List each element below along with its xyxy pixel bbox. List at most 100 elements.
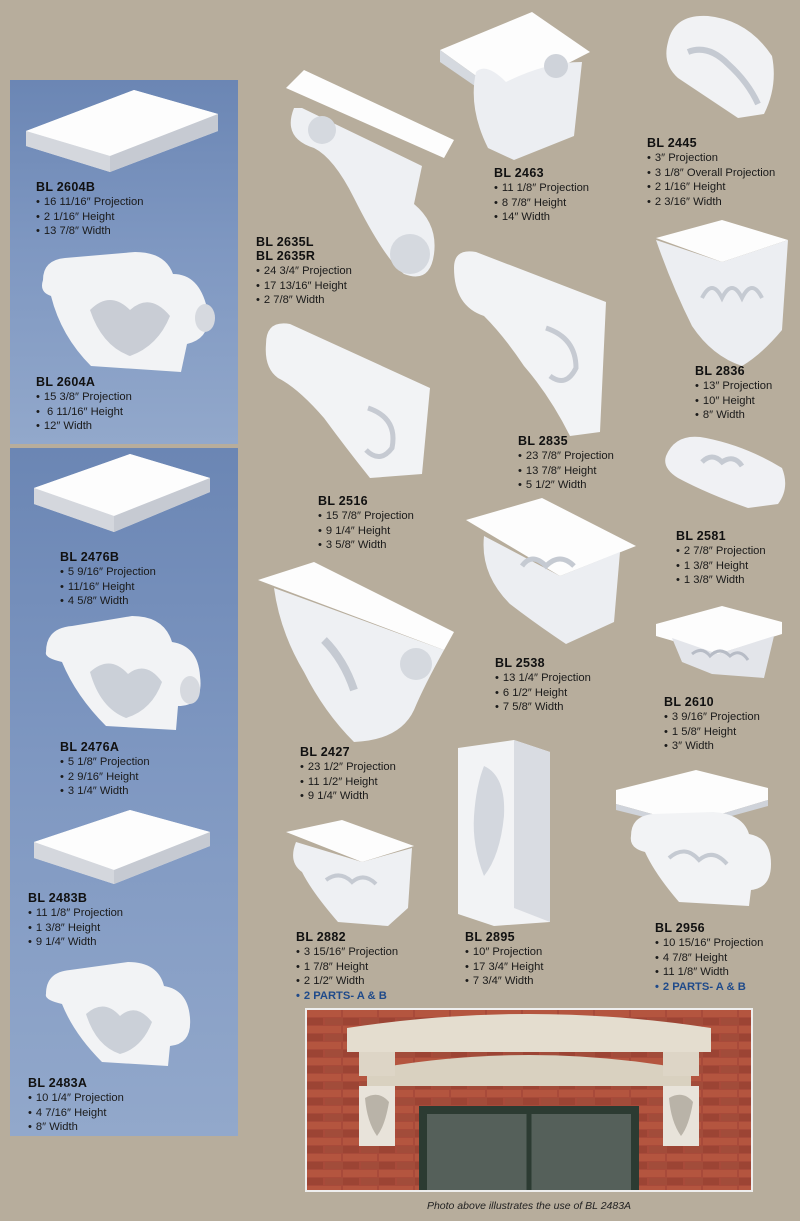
product-bl-2483b: BL 2483B 11 1/8″ Projection 1 3/8″ Heigh… xyxy=(28,891,123,950)
spec-projection: 23 7/8″ Projection xyxy=(518,449,614,464)
product-model: BL 2483B xyxy=(28,891,88,905)
spec-width: 5 1/2″ Width xyxy=(518,478,614,493)
spec-projection: 13″ Projection xyxy=(695,379,772,394)
spec-width: 2 7/8″ Width xyxy=(256,293,352,308)
spec-height: 6 11/16″ Height xyxy=(36,405,132,420)
spec-width: 7 5/8″ Width xyxy=(495,700,591,715)
spec-height: 1 5/8″ Height xyxy=(664,725,760,740)
spec-projection: 15 7/8″ Projection xyxy=(318,509,414,524)
product-model: BL 2956 xyxy=(655,921,705,935)
spec-height: 2 1/16″ Height xyxy=(36,210,143,225)
spec-height: 1 3/8″ Height xyxy=(676,559,766,574)
product-model: BL 2463 xyxy=(494,166,544,180)
spec-height: 4 7/8″ Height xyxy=(655,951,763,966)
bl-2483b-cap-illustration xyxy=(34,810,210,884)
bl-2895-keystone-illustration xyxy=(458,740,550,926)
installation-photo xyxy=(305,1008,753,1192)
spec-projection: 10 1/4″ Projection xyxy=(28,1091,124,1106)
spec-projection: 5 1/8″ Projection xyxy=(60,755,150,770)
product-bl-2956: BL 2956 10 15/16″ Projection 4 7/8″ Heig… xyxy=(655,921,763,994)
product-model: BL 2445 xyxy=(647,136,697,150)
product-bl-2516: BL 2516 15 7/8″ Projection 9 1/4″ Height… xyxy=(318,494,414,553)
product-bl-2581: BL 2581 2 7/8″ Projection 1 3/8″ Height … xyxy=(676,529,766,588)
spec-projection: 11 1/8″ Projection xyxy=(28,906,123,921)
product-bl-2835: BL 2835 23 7/8″ Projection 13 7/8″ Heigh… xyxy=(518,434,614,493)
spec-height: 17 3/4″ Height xyxy=(465,960,544,975)
product-bl-2635: BL 2635L BL 2635R 24 3/4″ Projection 17 … xyxy=(256,235,352,308)
product-model: BL 2476A xyxy=(60,740,120,754)
bl-2476a-corbel-illustration xyxy=(45,616,201,730)
product-bl-2895: BL 2895 10″ Projection 17 3/4″ Height 7 … xyxy=(465,930,543,989)
product-bl-2604b: BL 2604B 16 11/16″ Projection 2 1/16″ He… xyxy=(36,180,143,239)
spec-projection: 2 7/8″ Projection xyxy=(676,544,766,559)
spec-width: 3″ Width xyxy=(664,739,760,754)
bl-2836-corbel-illustration xyxy=(656,220,788,366)
bl-2483a-corbel-illustration xyxy=(45,962,191,1066)
product-model-alt: BL 2635R xyxy=(256,249,316,263)
spec-width: 12″ Width xyxy=(36,419,132,434)
product-model: BL 2604A xyxy=(36,375,96,389)
bl-2581-corbel-illustration xyxy=(665,436,786,508)
product-model: BL 2604B xyxy=(36,180,96,194)
bl-2604b-cap-illustration xyxy=(26,90,218,172)
product-bl-2476a: BL 2476A 5 1/8″ Projection 2 9/16″ Heigh… xyxy=(60,740,150,799)
spec-width: 4 5/8″ Width xyxy=(60,594,156,609)
spec-width: 14″ Width xyxy=(494,210,589,225)
product-model: BL 2610 xyxy=(664,695,714,709)
spec-projection: 23 1/2″ Projection xyxy=(300,760,396,775)
product-model: BL 2483A xyxy=(28,1076,88,1090)
spec-projection: 10 15/16″ Projection xyxy=(655,936,763,951)
product-bl-2483a: BL 2483A 10 1/4″ Projection 4 7/16″ Heig… xyxy=(28,1076,124,1135)
spec-height: 8 7/8″ Height xyxy=(494,196,589,211)
product-model: BL 2538 xyxy=(495,656,545,670)
product-model: BL 2895 xyxy=(465,930,515,944)
spec-height: 1 7/8″ Height xyxy=(296,960,398,975)
product-model: BL 2516 xyxy=(318,494,368,508)
bl-2538-capital-illustration xyxy=(466,498,636,644)
spec-projection: 11 1/8″ Projection xyxy=(494,181,589,196)
spec-projection: 10″ Projection xyxy=(465,945,543,960)
spec-width: 3 1/4″ Width xyxy=(60,784,150,799)
product-bl-2836: BL 2836 13″ Projection 10″ Height 8″ Wid… xyxy=(695,364,772,423)
spec-height: 13 7/8″ Height xyxy=(518,464,614,479)
bl-2427-corbel-illustration xyxy=(258,562,454,742)
spec-width: 9 1/4″ Width xyxy=(28,935,123,950)
bl-2445-corbel-illustration xyxy=(666,15,774,118)
bl-2610-cap-illustration xyxy=(656,606,782,678)
spec-overall-projection: 3 1/8″ Overall Projection xyxy=(647,166,775,181)
spec-height: 6 1/2″ Height xyxy=(495,686,591,701)
spec-projection: 15 3/8″ Projection xyxy=(36,390,132,405)
product-model: BL 2835 xyxy=(518,434,568,448)
bl-2956-corbel-illustration xyxy=(630,812,771,906)
spec-width: 8″ Width xyxy=(28,1120,124,1135)
spec-height: 11 1/2″ Height xyxy=(300,775,396,790)
bl-2635-bracket-illustration xyxy=(286,70,454,277)
product-bl-2427: BL 2427 23 1/2″ Projection 11 1/2″ Heigh… xyxy=(300,745,396,804)
product-model: BL 2836 xyxy=(695,364,745,378)
spec-height: 11/16″ Height xyxy=(60,580,156,595)
product-bl-2538: BL 2538 13 1/4″ Projection 6 1/2″ Height… xyxy=(495,656,591,715)
product-bl-2476b: BL 2476B 5 9/16″ Projection 11/16″ Heigh… xyxy=(60,550,156,609)
spec-width: 7 3/4″ Width xyxy=(465,974,543,989)
brick-facade-illustration xyxy=(307,1010,751,1190)
product-model: BL 2427 xyxy=(300,745,350,759)
bl-2476b-cap-illustration xyxy=(34,454,210,532)
spec-width: 3 5/8″ Width xyxy=(318,538,414,553)
parts-note: 2 PARTS- A & B xyxy=(296,989,398,1004)
bl-2516-corbel-illustration xyxy=(265,323,430,478)
product-model: BL 2476B xyxy=(60,550,120,564)
product-bl-2604a: BL 2604A 15 3/8″ Projection 6 11/16″ Hei… xyxy=(36,375,132,434)
bl-2882-corbel-illustration xyxy=(286,820,414,926)
product-bl-2882: BL 2882 3 15/16″ Projection 1 7/8″ Heigh… xyxy=(296,930,398,1003)
spec-height: 2 9/16″ Height xyxy=(60,770,150,785)
product-model: BL 2882 xyxy=(296,930,346,944)
parts-note: 2 PARTS- A & B xyxy=(655,980,763,995)
spec-projection: 16 11/16″ Projection xyxy=(36,195,144,210)
spec-height: 4 7/16″ Height xyxy=(28,1106,124,1121)
spec-height: 17 13/16″ Height xyxy=(256,279,352,294)
spec-width: 2 1/2″ Width xyxy=(296,974,398,989)
spec-projection: 3″ Projection xyxy=(647,151,775,166)
spec-projection: 3 9/16″ Projection xyxy=(664,710,760,725)
bl-2463-capital-illustration xyxy=(440,12,590,160)
spec-height: 2 1/16″ Height xyxy=(647,180,775,195)
